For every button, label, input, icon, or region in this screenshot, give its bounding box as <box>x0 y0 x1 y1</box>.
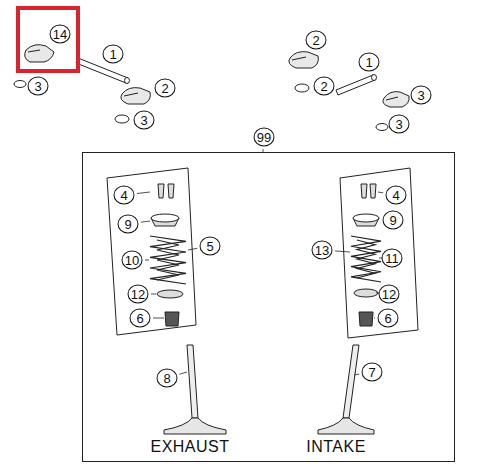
callout-number: 3 <box>134 111 155 130</box>
adjust-shim <box>14 81 26 88</box>
callout-number: 12 <box>379 285 400 304</box>
callout-number: 5 <box>200 237 221 256</box>
valve-side-label: INTAKE <box>306 438 366 456</box>
valve-stem-seal <box>165 312 179 326</box>
leader-line <box>380 219 381 220</box>
leader-line <box>137 192 150 194</box>
valve-stem-seal <box>359 312 373 326</box>
callout-number: 11 <box>382 249 403 268</box>
leader-line <box>153 318 164 319</box>
valve-keeper <box>158 184 174 198</box>
callout-number: 13 <box>312 241 333 260</box>
rocker-arm <box>25 45 54 62</box>
callout-number: 3 <box>28 77 49 96</box>
callout-number: 4 <box>386 186 407 205</box>
callout-number: 9 <box>118 215 139 234</box>
valve-side-label: EXHAUST <box>150 438 229 456</box>
callout-number: 2 <box>306 31 327 50</box>
spring-seat <box>157 290 183 298</box>
adjust-shim <box>295 84 309 92</box>
valve-keeper <box>361 184 376 198</box>
valve-spring <box>150 236 186 284</box>
callout-number: 3 <box>389 115 410 134</box>
callout-number: 1 <box>359 53 380 72</box>
leader-line <box>151 294 156 295</box>
callout-number: 6 <box>378 309 399 328</box>
callout-number: 1 <box>103 45 124 64</box>
adjust-shim <box>115 115 129 123</box>
callout-number: 6 <box>130 309 151 328</box>
leader-line <box>354 374 359 376</box>
exhaust-valve-head <box>164 418 226 434</box>
leader-line <box>378 192 383 194</box>
callout-number: 12 <box>128 285 149 304</box>
rocker-arm-detail <box>124 93 138 96</box>
shaft-end <box>125 78 130 84</box>
callout-number: 7 <box>362 363 383 382</box>
intake-valve-stem <box>343 345 359 418</box>
leader-line <box>335 251 350 252</box>
callout-number: 10 <box>122 251 143 270</box>
valve-spring <box>357 240 375 278</box>
valve-spring <box>157 240 179 280</box>
spring-retainer-top <box>353 214 379 222</box>
spring-seat <box>354 289 378 297</box>
rocker-shaft <box>76 58 128 83</box>
callout-number: 2 <box>314 77 335 96</box>
rocker-shaft <box>336 75 375 95</box>
rocker-arm-detail <box>292 57 306 60</box>
callout-number: 9 <box>383 211 404 230</box>
leader-line <box>374 318 375 319</box>
leader-line <box>188 248 197 250</box>
rocker-arm <box>383 92 409 107</box>
exhaust-kit-panel <box>107 168 196 335</box>
callout-number: 99 <box>254 128 275 147</box>
leader-line <box>179 372 187 374</box>
intake-valve-head <box>318 418 374 434</box>
intake-kit-panel <box>340 168 418 338</box>
highlight-box <box>18 8 78 71</box>
leader-line <box>145 260 149 261</box>
rocker-arm-detail <box>28 50 40 52</box>
callout-number: 2 <box>155 79 176 98</box>
callout-number: 8 <box>157 369 178 388</box>
callout-number: 14 <box>50 25 71 44</box>
rocker-arm <box>121 88 151 104</box>
callout-number: 4 <box>114 186 135 205</box>
shaft-end <box>372 75 377 81</box>
rocker-arm <box>289 52 319 68</box>
spring-retainer-top <box>151 214 179 222</box>
rocker-arm-detail <box>386 97 398 100</box>
valve-spring <box>351 236 381 282</box>
leader-line <box>141 221 150 222</box>
exhaust-valve-stem <box>187 345 198 418</box>
callout-number: 3 <box>411 86 432 105</box>
adjust-shim <box>376 124 388 131</box>
